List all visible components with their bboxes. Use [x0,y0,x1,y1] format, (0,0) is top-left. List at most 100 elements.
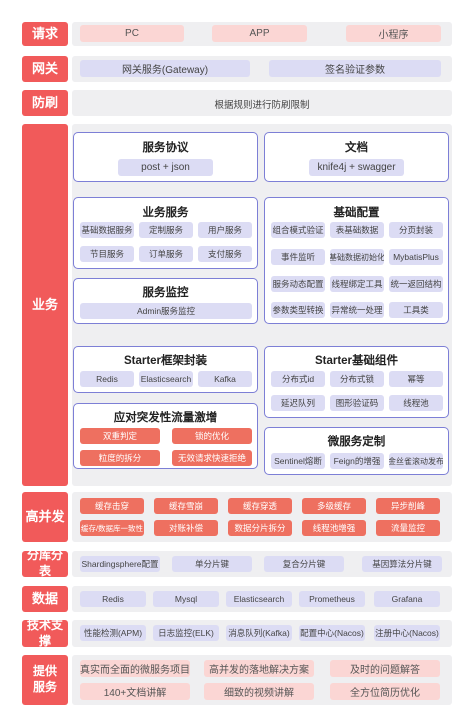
row-label-antibrush: 防刷 [22,90,68,116]
chip-kafka-mq: 消息队列(Kafka) [226,625,292,641]
chip-resume-optimize: 全方位简历优化 [330,683,440,700]
chip-starter-elasticsearch: Elasticsearch [139,371,193,387]
card-base-config: 基础配置 组合模式验证 表基础数据 分页封装 事件监听 基础数据初始化 Myba… [264,197,449,324]
card-traffic-surge: 应对突发性流量激增 双重判定 锁的优化 粒度的拆分 无效请求快速拒绝 [73,403,258,469]
chip-post-json: post + json [118,159,213,176]
antibrush-text: 根据规则进行防刷限制 [214,100,310,111]
card-starter-wrap: Starter框架封装 Redis Elasticsearch Kafka [73,346,258,393]
chip-admin-monitor: Admin服务监控 [80,303,252,319]
chip-concurrency-solution: 高并发的落地解决方案 [204,660,314,677]
chip-double-check: 双重判定 [80,428,160,444]
chip-pagination: 分页封装 [389,222,443,238]
chip-cache-db-consistency: 缓存/数据库一致性 [80,520,144,536]
chip-delay-queue: 延迟队列 [271,395,325,411]
chip-multilevel-cache: 多级缓存 [302,498,366,514]
row-label-tech: 技术支撑 [22,618,68,648]
chip-starter-redis: Redis [80,371,134,387]
chip-data-elasticsearch: Elasticsearch [226,591,292,607]
request-chip-miniprogram: 小程序 [346,25,441,42]
card-title-base-config: 基础配置 [333,207,380,219]
chip-feign: Feign的增强 [330,453,384,469]
row-label-business: 业务 [22,124,68,486]
request-band: PC APP 小程序 [72,22,452,46]
card-business-service: 业务服务 基础数据服务 定制服务 用户服务 节目服务 订单服务 支付服务 [73,197,258,269]
card-title-starter-components: Starter基础组件 [314,355,399,367]
chip-traffic-monitor: 流量监控 [376,520,440,536]
request-chip-app: APP [212,25,307,42]
chip-base-data-init: 基础数据初始化 [330,249,384,265]
chip-lock-optimize: 锁的优化 [172,428,252,444]
card-title-docs: 文档 [345,142,368,154]
card-service-protocol: 服务协议 post + json [73,132,258,182]
chip-idempotent: 幂等 [389,371,443,387]
chip-mybatisplus: MybatisPlus [389,249,443,265]
chip-sentinel: Sentinel熔断 [271,453,325,469]
chip-config-center: 配置中心(Nacos) [299,625,365,641]
card-title-business-service: 业务服务 [142,207,189,219]
card-microservice: 微服务定制 Sentinel熔断 Feign的增强 金丝雀滚动发布 [264,427,449,475]
chip-program-service: 节目服务 [80,246,134,262]
chip-elk: 日志监控(ELK) [153,625,219,641]
row-label-provide: 提供服务 [22,655,68,705]
gateway-band: 网关服务(Gateway) 签名验证参数 [72,56,452,82]
chip-starter-kafka: Kafka [198,371,252,387]
row-label-sharding: 分库分表 [22,548,68,578]
chip-gene-shard-key: 基因算法分片键 [362,556,442,572]
chip-composite-shard-key: 复合分片键 [264,556,344,572]
card-title-microservice: 微服务定制 [327,436,386,448]
chip-reconciliation: 对账补偿 [154,520,218,536]
data-band: Redis Mysql Elasticsearch Prometheus Gra… [72,586,452,612]
chip-async-peak: 异步削峰 [376,498,440,514]
chip-single-shard-key: 单分片键 [172,556,252,572]
chip-exception-handling: 异常统一处理 [330,302,384,318]
chip-payment-service: 支付服务 [198,246,252,262]
sharding-band: Shardingsphere配置 单分片键 复合分片键 基因算法分片键 [72,551,452,577]
chip-cache-penetration: 缓存穿透 [228,498,292,514]
chip-event-listener: 事件监听 [271,249,325,265]
chip-data-sharding: 数据分片拆分 [228,520,292,536]
card-docs: 文档 knife4j + swagger [264,132,449,182]
card-title-starter-wrap: Starter框架封装 [123,355,208,367]
chip-composite-validation: 组合模式验证 [271,222,325,238]
chip-cache-avalanche: 缓存雪崩 [154,498,218,514]
chip-data-grafana: Grafana [374,591,440,607]
chip-unified-return: 统一返回结构 [389,276,443,292]
chip-param-conversion: 参数类型转换 [271,302,325,318]
chip-thread-pool: 线程池 [389,395,443,411]
row-label-data: 数据 [22,586,68,612]
gateway-chip-signature: 签名验证参数 [269,60,441,77]
chip-data-mysql: Mysql [153,591,219,607]
chip-order-service: 订单服务 [139,246,193,262]
row-label-request: 请求 [22,22,68,46]
chip-fast-reject: 无效请求快速拒绝 [172,450,252,466]
card-title-service-protocol: 服务协议 [142,142,189,154]
card-title-service-monitor: 服务监控 [142,287,189,299]
chip-thread-binding: 线程绑定工具 [330,276,384,292]
chip-shardingsphere: Shardingsphere配置 [80,556,160,572]
chip-cache-breakdown: 缓存击穿 [80,498,144,514]
chip-thread-pool-enhance: 线程池增强 [302,520,366,536]
chip-data-prometheus: Prometheus [299,591,365,607]
chip-dynamic-config: 服务动态配置 [271,276,325,292]
chip-base-data-service: 基础数据服务 [80,222,134,238]
row-label-gateway: 网关 [22,56,68,82]
chip-canary: 金丝雀滚动发布 [389,453,443,469]
gateway-chip-service: 网关服务(Gateway) [80,60,250,77]
chip-custom-service: 定制服务 [139,222,193,238]
provide-band: 真实而全面的微服务项目 高并发的落地解决方案 及时的问题解答 140+文档讲解 … [72,655,452,705]
chip-captcha: 图形验证码 [330,395,384,411]
chip-timely-answers: 及时的问题解答 [330,660,440,677]
chip-granularity-split: 粒度的拆分 [80,450,160,466]
chip-distributed-id: 分布式id [271,371,325,387]
chip-real-project: 真实而全面的微服务项目 [80,660,190,677]
chip-distributed-lock: 分布式锁 [330,371,384,387]
chip-video-explain: 细致的视频讲解 [204,683,314,700]
chip-table-base-data: 表基础数据 [330,222,384,238]
chip-registry-center: 注册中心(Nacos) [374,625,440,641]
chip-docs-140: 140+文档讲解 [80,683,190,700]
chip-user-service: 用户服务 [198,222,252,238]
chip-knife4j: knife4j + swagger [309,159,404,176]
request-chip-pc: PC [80,25,184,42]
tech-band: 性能检测(APM) 日志监控(ELK) 消息队列(Kafka) 配置中心(Nac… [72,620,452,647]
antibrush-band: 根据规则进行防刷限制 [72,90,452,116]
